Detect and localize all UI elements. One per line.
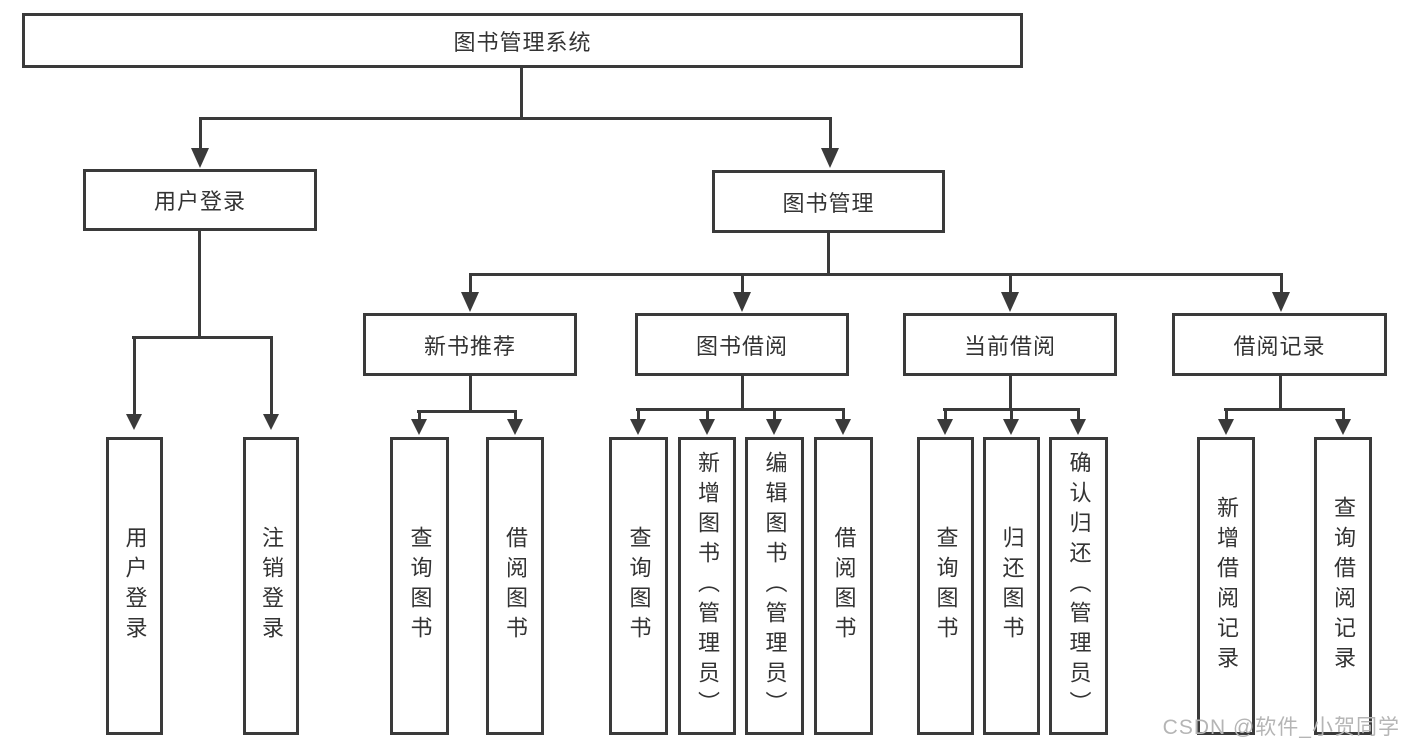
leaf-label: 归还图书 xyxy=(999,526,1025,646)
connector-line xyxy=(1077,408,1080,420)
leaf-label: 确认归还（管理员） xyxy=(1066,451,1092,721)
connector-line xyxy=(842,408,845,420)
connector-line xyxy=(199,117,832,120)
leaf-query-books-borrow: 查询图书 xyxy=(609,437,668,735)
connector-line xyxy=(198,231,201,339)
connector-line xyxy=(132,336,273,339)
leaf-confirm-return-admin: 确认归还（管理员） xyxy=(1049,437,1108,735)
leaf-label: 借阅图书 xyxy=(831,526,857,646)
connector-line xyxy=(520,68,523,120)
node-book-borrow: 图书借阅 xyxy=(635,313,849,376)
connector-line xyxy=(741,376,744,411)
leaf-borrow-books: 借阅图书 xyxy=(814,437,873,735)
connector-line xyxy=(706,408,709,420)
leaf-return-books: 归还图书 xyxy=(983,437,1040,735)
arrow-down-icon xyxy=(1272,292,1290,312)
arrow-down-icon xyxy=(835,419,851,435)
connector-line xyxy=(1009,273,1012,295)
arrow-down-icon xyxy=(1335,419,1351,435)
connector-line xyxy=(829,117,832,151)
node-library-system: 图书管理系统 xyxy=(22,13,1023,68)
arrow-down-icon xyxy=(630,419,646,435)
node-label: 借阅记录 xyxy=(1233,333,1326,359)
connector-line xyxy=(944,408,947,420)
leaf-add-borrow-record: 新增借阅记录 xyxy=(1197,437,1255,735)
connector-line xyxy=(418,410,421,420)
node-borrow-records: 借阅记录 xyxy=(1172,313,1387,376)
node-label: 用户登录 xyxy=(153,189,246,214)
connector-line xyxy=(469,273,1283,276)
leaf-label: 借阅图书 xyxy=(503,526,528,646)
arrow-down-icon xyxy=(461,292,479,312)
leaf-user-login: 用户登录 xyxy=(106,437,163,735)
node-label: 当前借阅 xyxy=(963,333,1056,359)
leaf-query-books-recommend: 查询图书 xyxy=(390,437,449,735)
arrow-down-icon xyxy=(191,148,209,168)
node-current-borrow: 当前借阅 xyxy=(903,313,1117,376)
leaf-logout: 注销登录 xyxy=(243,437,299,735)
connector-line xyxy=(637,408,640,420)
connector-line xyxy=(1280,273,1283,295)
connector-line xyxy=(514,410,517,420)
arrow-down-icon xyxy=(733,292,751,312)
leaf-add-book-admin: 新增图书（管理员） xyxy=(678,437,736,735)
node-label: 新书推荐 xyxy=(423,333,516,359)
leaf-label: 查询图书 xyxy=(407,526,433,646)
arrow-down-icon xyxy=(263,414,279,430)
arrow-down-icon xyxy=(766,419,782,435)
leaf-query-books-current: 查询图书 xyxy=(917,437,974,735)
leaf-label: 注销登录 xyxy=(259,526,284,646)
watermark: CSDN @软件_小贺同学 xyxy=(1162,716,1400,739)
connector-line xyxy=(1279,376,1282,411)
arrow-down-icon xyxy=(1218,419,1234,435)
arrow-down-icon xyxy=(507,419,523,435)
leaf-label: 查询借阅记录 xyxy=(1331,496,1356,676)
leaf-query-borrow-record: 查询借阅记录 xyxy=(1314,437,1372,735)
leaf-label: 新增借阅记录 xyxy=(1214,496,1239,676)
connector-line xyxy=(1224,408,1343,411)
connector-line xyxy=(270,336,273,415)
arrow-down-icon xyxy=(126,414,142,430)
connector-line xyxy=(827,233,830,276)
node-label: 图书管理系统 xyxy=(453,29,592,55)
leaf-label: 新增图书（管理员） xyxy=(695,451,720,721)
arrow-down-icon xyxy=(1003,419,1019,435)
arrow-down-icon xyxy=(821,148,839,168)
connector-line xyxy=(1342,408,1345,420)
arrow-down-icon xyxy=(699,419,715,435)
connector-line xyxy=(1009,376,1012,411)
node-label: 图书管理 xyxy=(782,190,875,216)
connector-line xyxy=(773,408,776,420)
arrow-down-icon xyxy=(411,419,427,435)
arrow-down-icon xyxy=(1001,292,1019,312)
arrow-down-icon xyxy=(1070,419,1086,435)
node-book-management: 图书管理 xyxy=(712,170,945,233)
leaf-label: 查询图书 xyxy=(933,526,959,646)
leaf-label: 编辑图书（管理员） xyxy=(762,451,788,721)
node-label: 图书借阅 xyxy=(695,333,788,359)
connector-line xyxy=(1225,408,1228,420)
arrow-down-icon xyxy=(937,419,953,435)
connector-line xyxy=(469,273,472,295)
connector-line xyxy=(133,336,136,415)
connector-line xyxy=(417,410,517,413)
leaf-edit-book-admin: 编辑图书（管理员） xyxy=(745,437,804,735)
connector-line xyxy=(199,117,202,151)
node-new-book-recommend: 新书推荐 xyxy=(363,313,577,376)
leaf-borrow-books-recommend: 借阅图书 xyxy=(486,437,544,735)
connector-line xyxy=(1010,408,1013,420)
leaf-label: 用户登录 xyxy=(122,526,148,646)
connector-line xyxy=(469,376,472,413)
node-user-login: 用户登录 xyxy=(83,169,317,231)
connector-line xyxy=(636,408,844,411)
connector-line xyxy=(741,273,744,295)
leaf-label: 查询图书 xyxy=(626,526,652,646)
